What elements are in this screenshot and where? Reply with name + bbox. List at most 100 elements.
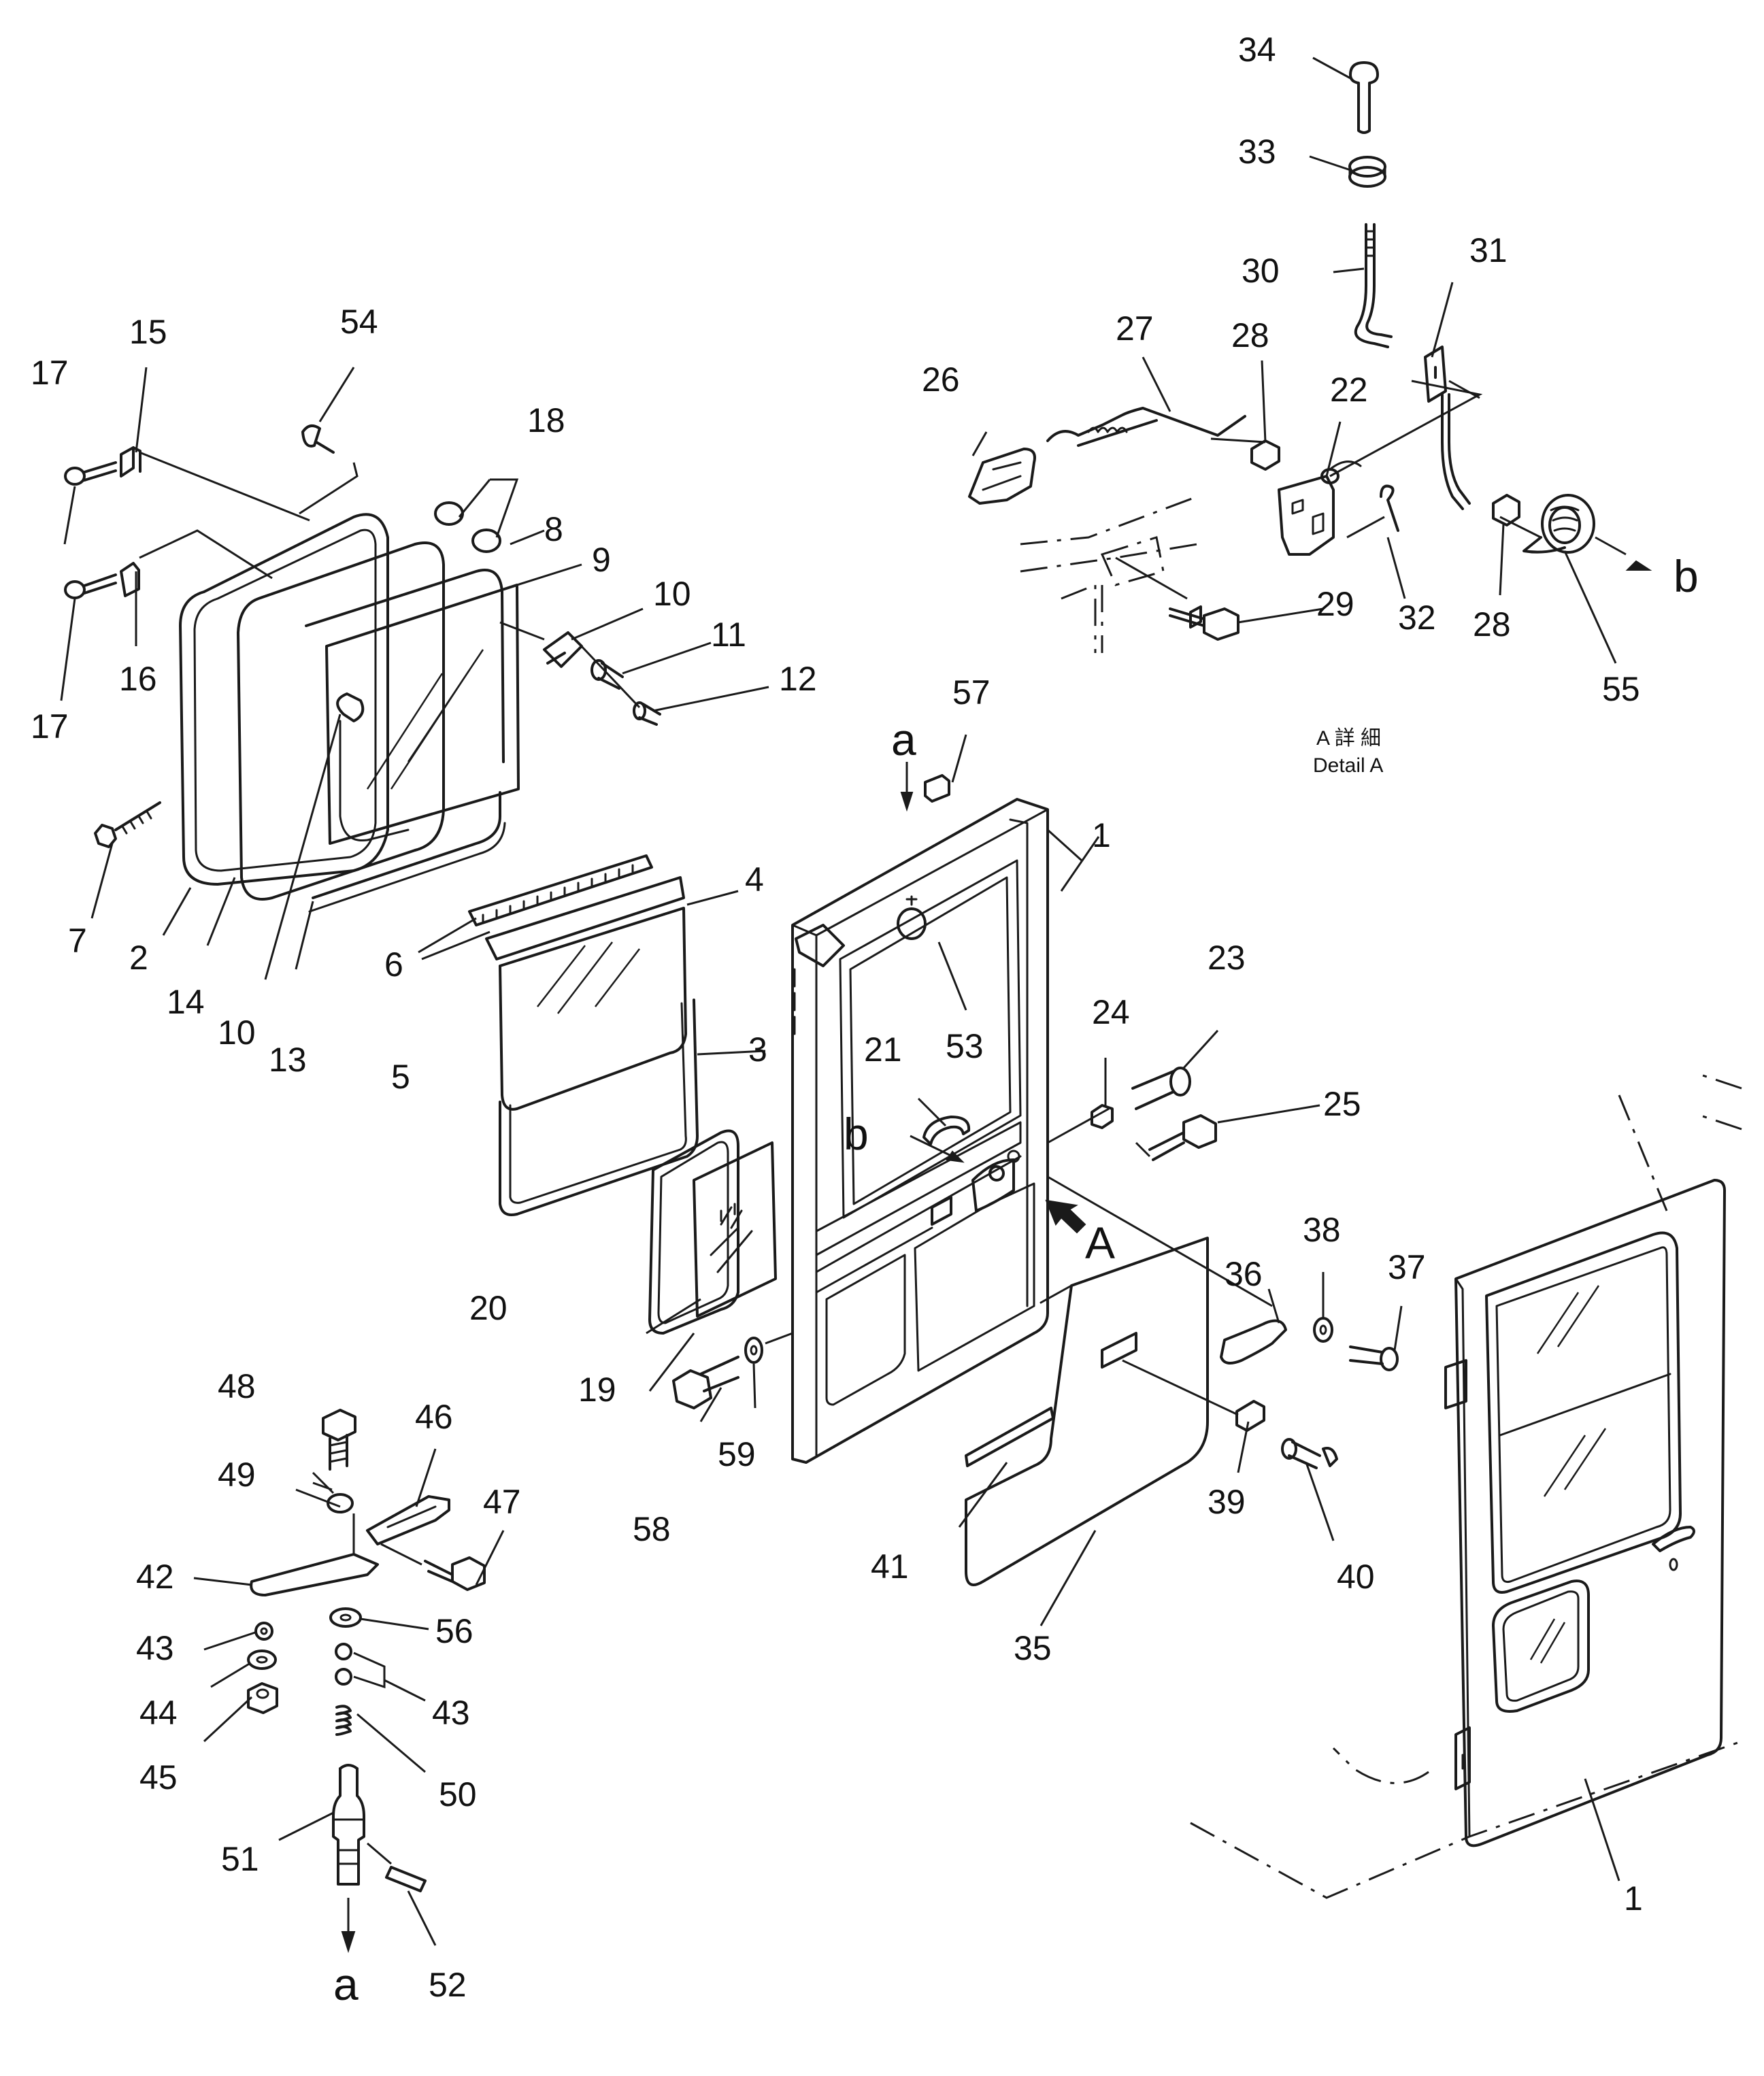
callout-36: 36 bbox=[1225, 1255, 1263, 1293]
door-trim-part bbox=[965, 1237, 1209, 1586]
leader-lines bbox=[60, 56, 1620, 1946]
screw-11-part bbox=[590, 659, 624, 690]
callout-22: 22 bbox=[1330, 371, 1368, 409]
callout-5: 5 bbox=[391, 1058, 410, 1096]
screw-54-part bbox=[301, 424, 335, 454]
bushing-43-lower-part bbox=[335, 1668, 352, 1686]
spring-50-part bbox=[335, 1705, 352, 1736]
door-frame-assembly bbox=[791, 774, 1049, 1464]
clip-15-part bbox=[120, 446, 142, 478]
callout-53: 53 bbox=[946, 1027, 984, 1065]
callout-40: 40 bbox=[1337, 1558, 1375, 1596]
washer-56-part bbox=[329, 1607, 362, 1628]
callout-2: 2 bbox=[129, 939, 148, 977]
callout-18: 18 bbox=[527, 401, 565, 439]
pin-34-part bbox=[1349, 61, 1379, 134]
arm-42-part bbox=[250, 1553, 379, 1596]
callout-1-cab: 1 bbox=[1624, 1879, 1643, 1918]
callout-43-left: 43 bbox=[136, 1629, 174, 1667]
callout-30: 30 bbox=[1242, 252, 1280, 290]
ref-view-a: A bbox=[1085, 1218, 1115, 1268]
callout-55: 55 bbox=[1602, 670, 1640, 708]
door-frame-part bbox=[791, 798, 1049, 1464]
ref-a-top: a bbox=[891, 714, 916, 765]
window-rail-part bbox=[339, 720, 410, 842]
callout-11: 11 bbox=[711, 616, 746, 654]
cab-door-part bbox=[1454, 1179, 1726, 1847]
ref-a-bottom: a bbox=[333, 1959, 359, 2009]
callout-56: 56 bbox=[435, 1612, 473, 1650]
callout-4: 4 bbox=[745, 860, 764, 899]
arm-46-part bbox=[366, 1495, 450, 1545]
pin-52-part bbox=[385, 1866, 427, 1892]
grommet-33-part bbox=[1348, 156, 1386, 188]
callout-3: 3 bbox=[748, 1031, 767, 1069]
callout-15: 15 bbox=[129, 313, 167, 351]
callout-34: 34 bbox=[1238, 31, 1276, 69]
callout-20: 20 bbox=[469, 1289, 507, 1327]
callout-49: 49 bbox=[218, 1456, 256, 1494]
callout-37: 37 bbox=[1388, 1248, 1426, 1286]
callout-26: 26 bbox=[922, 361, 960, 399]
callout-35: 35 bbox=[1014, 1629, 1052, 1667]
screw-12-part bbox=[633, 701, 661, 726]
window-glass-part bbox=[325, 584, 520, 845]
ball-53-part bbox=[897, 907, 927, 940]
callout-10-left: 10 bbox=[218, 1014, 256, 1052]
lock-55-part bbox=[1522, 494, 1595, 554]
clip-16-part bbox=[120, 562, 140, 597]
lower-glass-group bbox=[468, 854, 777, 1335]
callout-8: 8 bbox=[544, 510, 563, 548]
glass-seal-part bbox=[499, 999, 699, 1216]
nut-45-part bbox=[247, 1682, 278, 1714]
washer-44-part bbox=[247, 1650, 277, 1670]
screw-37-part bbox=[1349, 1345, 1399, 1371]
view-a-arrow bbox=[1045, 1199, 1086, 1234]
callout-7: 7 bbox=[68, 922, 87, 960]
callout-12: 12 bbox=[779, 660, 817, 698]
block-57-part bbox=[924, 774, 950, 803]
bushing-43-upper-part bbox=[335, 1643, 352, 1660]
callout-46: 46 bbox=[415, 1398, 453, 1436]
bolt-47-part bbox=[424, 1556, 486, 1591]
callout-54: 54 bbox=[340, 303, 378, 341]
detail-caption-en: Detail A bbox=[1313, 754, 1383, 777]
window-channel-part bbox=[305, 569, 505, 899]
nutplate-39-part bbox=[1235, 1400, 1265, 1432]
callout-33: 33 bbox=[1238, 133, 1276, 171]
callout-13: 13 bbox=[269, 1041, 307, 1079]
ref-b-detail: b bbox=[1674, 551, 1699, 601]
trim-strip-part bbox=[965, 1407, 1054, 1467]
ref-b-door: b bbox=[844, 1109, 869, 1159]
callout-42: 42 bbox=[136, 1558, 174, 1596]
callout-48: 48 bbox=[218, 1367, 256, 1405]
callout-25: 25 bbox=[1323, 1085, 1361, 1123]
screw-40-part bbox=[1281, 1438, 1338, 1469]
lower-glass-part bbox=[499, 907, 687, 1111]
callout-31: 31 bbox=[1469, 231, 1508, 269]
bushing-43-left-part bbox=[254, 1622, 273, 1641]
shaft-51-part bbox=[332, 1764, 365, 1886]
nut-24-part bbox=[1091, 1104, 1114, 1129]
callout-58: 58 bbox=[633, 1510, 671, 1548]
callout-52: 52 bbox=[429, 1966, 467, 2004]
channel-part bbox=[485, 876, 685, 960]
callout-19: 19 bbox=[578, 1371, 616, 1409]
bolt-58-part bbox=[672, 1356, 739, 1409]
washer-49-part bbox=[327, 1493, 354, 1513]
window-seal-part bbox=[237, 541, 445, 901]
screw-17-lower-part bbox=[64, 573, 117, 599]
callout-9: 9 bbox=[592, 541, 611, 579]
callout-44: 44 bbox=[139, 1694, 178, 1732]
screw-17-upper-part bbox=[64, 461, 117, 486]
callout-29: 29 bbox=[1316, 585, 1354, 623]
callout-43-right: 43 bbox=[432, 1694, 470, 1732]
spring-pin-32-part bbox=[1380, 484, 1399, 532]
callout-1-door: 1 bbox=[1092, 816, 1111, 854]
callout-45: 45 bbox=[139, 1758, 178, 1796]
callout-38: 38 bbox=[1303, 1211, 1341, 1249]
callout-21: 21 bbox=[864, 1031, 902, 1069]
bolt-29-part bbox=[1169, 605, 1239, 641]
bracket-31-part bbox=[1424, 346, 1447, 403]
